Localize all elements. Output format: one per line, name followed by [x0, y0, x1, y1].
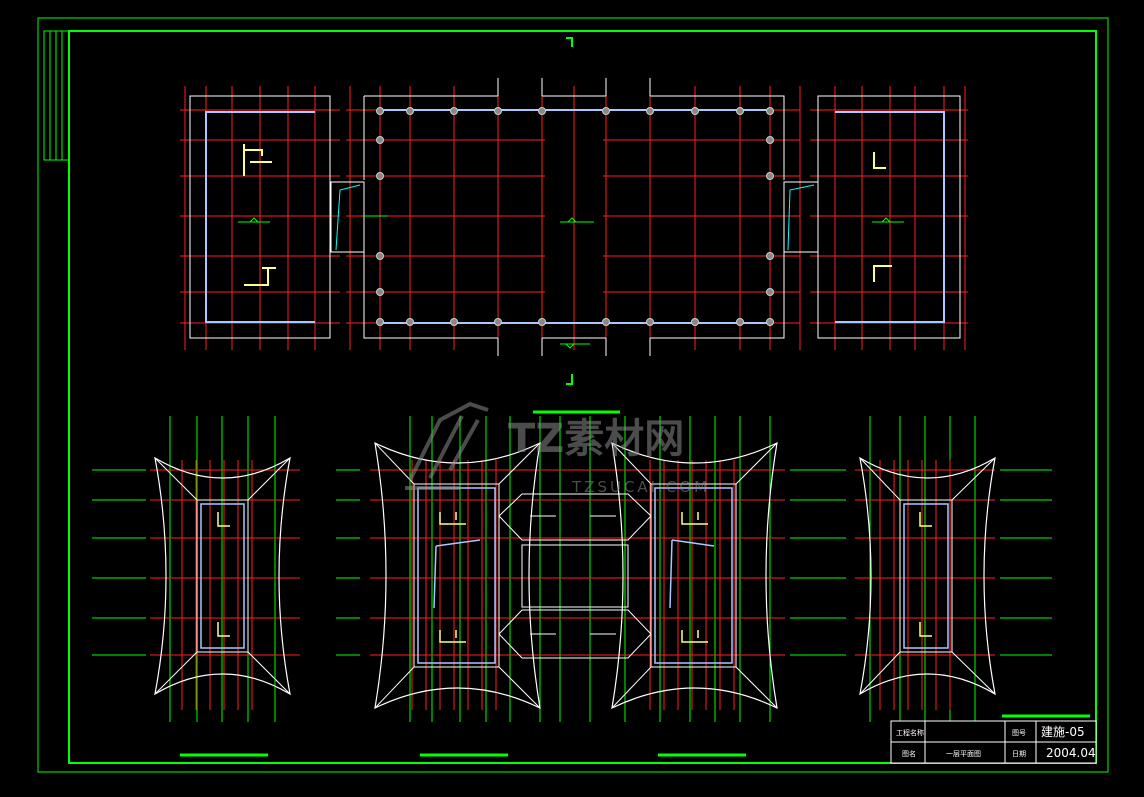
- column-marker-icon: [494, 107, 502, 115]
- corridor-roof: [498, 493, 652, 541]
- column-marker-icon: [766, 172, 774, 180]
- drawing-no-label: 图号: [1012, 729, 1026, 737]
- furniture-mark: [681, 512, 708, 525]
- roof-ring: [899, 499, 953, 653]
- column-marker-icon: [406, 107, 414, 115]
- column-marker-icon: [494, 318, 502, 326]
- furniture-mark: [217, 512, 230, 527]
- column-marker-icon: [602, 107, 610, 115]
- roof-outline: [374, 441, 541, 710]
- column-marker-icon: [376, 172, 384, 180]
- roof-ring: [196, 499, 249, 653]
- inner-wall: [903, 503, 949, 649]
- roof-ridge: [374, 666, 415, 709]
- column-marker-icon: [736, 107, 744, 115]
- column-marker-icon: [646, 107, 654, 115]
- furniture-mark: [919, 512, 932, 527]
- roof-ridge: [247, 457, 291, 501]
- roof-ridge: [154, 457, 198, 501]
- column-marker-icon: [376, 107, 384, 115]
- column-marker-icon: [450, 318, 458, 326]
- top-align-mark: [566, 37, 573, 47]
- column-marker-icon: [538, 318, 546, 326]
- project-label: 工程名称: [896, 728, 924, 737]
- inner-frame: [68, 30, 1097, 764]
- column-marker-icon: [691, 107, 699, 115]
- corridor-roof: [498, 609, 652, 659]
- courtyard: [521, 544, 629, 608]
- roof-ridge: [735, 442, 778, 485]
- roof-ridge: [247, 651, 291, 695]
- roof-ridge: [154, 651, 198, 695]
- drawing-no: 建施-05: [1041, 725, 1085, 739]
- column-marker-icon: [766, 136, 774, 144]
- level-mark-icon: [238, 215, 904, 349]
- column-marker-icon: [766, 107, 774, 115]
- roof-ring: [650, 483, 737, 668]
- roof-ridge: [735, 666, 778, 709]
- watermark: TZ素材网 TZSUCAI.COM: [405, 401, 710, 496]
- furniture-mark: [919, 622, 932, 637]
- roof-ridge: [611, 442, 652, 485]
- roof-ridge: [859, 651, 901, 695]
- column-marker-icon: [766, 318, 774, 326]
- date-label: 日期: [1012, 750, 1026, 758]
- roof-ridge: [951, 651, 996, 695]
- drawing-name: 一层平面图: [946, 750, 981, 758]
- roof-ridge: [498, 666, 541, 709]
- column-marker-icon: [766, 288, 774, 296]
- furniture-mark: [681, 630, 708, 643]
- watermark-logo-icon: [405, 401, 489, 490]
- roof-ridge: [498, 442, 541, 485]
- roof-ridge: [374, 442, 415, 485]
- column-marker-icon: [538, 107, 546, 115]
- inner-wall: [654, 487, 733, 664]
- bottom-title-underlines: [180, 714, 1090, 757]
- stair-line: [669, 539, 715, 609]
- binding-strip: [43, 30, 70, 161]
- outer-frame: [37, 17, 1109, 773]
- inner-wall: [200, 503, 245, 649]
- roof-ridge: [611, 666, 652, 709]
- roof-ring: [413, 483, 500, 668]
- furniture-mark: [217, 622, 230, 637]
- stair-line: [433, 539, 481, 609]
- title-block: 工程名称 图号 建施-05 图名 一层平面图 日期 2004.04: [890, 720, 1097, 764]
- column-marker-icon: [376, 288, 384, 296]
- drawing-name-label: 图名: [902, 749, 916, 758]
- watermark-logo-text: TZ素材网: [508, 416, 684, 462]
- roof-ridge: [951, 457, 996, 501]
- column-marker-icon: [406, 318, 414, 326]
- column-marker-icon: [376, 318, 384, 326]
- column-marker-icon: [376, 252, 384, 260]
- column-marker-icon: [736, 318, 744, 326]
- bottom-align-mark: [566, 374, 573, 385]
- roof-ridge: [859, 457, 901, 501]
- floor-plan-top: [180, 78, 968, 356]
- drawing-date: 2004.04: [1046, 746, 1096, 760]
- column-marker-icon: [646, 318, 654, 326]
- column-marker-icon: [376, 136, 384, 144]
- column-marker-icon: [602, 318, 610, 326]
- watermark-url: TZSUCAI.COM: [571, 478, 710, 496]
- furniture-mark: [439, 512, 466, 525]
- furniture-mark: [439, 630, 466, 643]
- column-marker-icon: [691, 318, 699, 326]
- column-marker-icon: [450, 107, 458, 115]
- column-marker-icon: [766, 252, 774, 260]
